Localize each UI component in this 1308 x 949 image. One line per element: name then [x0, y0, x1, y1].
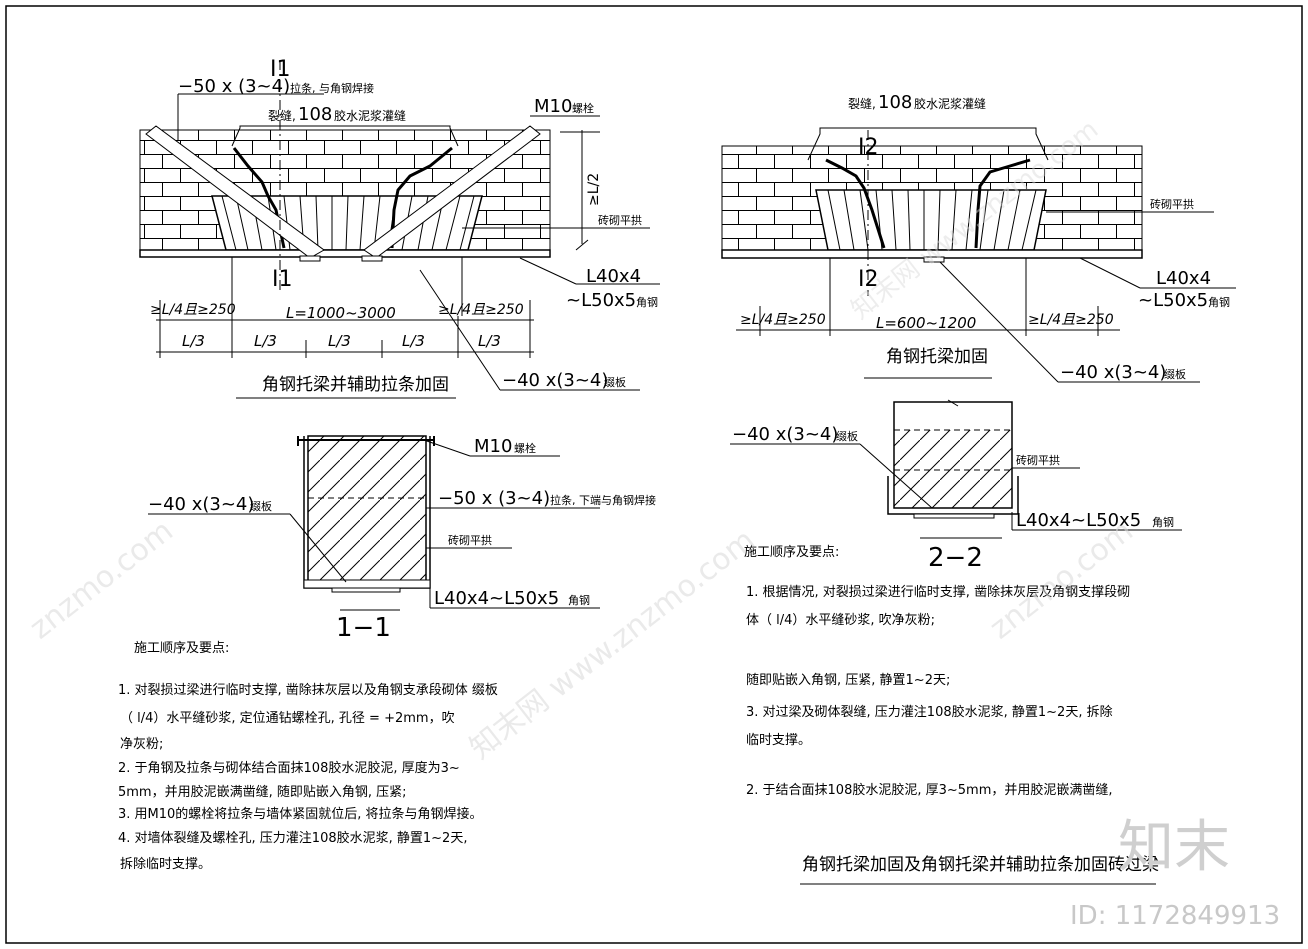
notes-left-line-4: 2. 于角钢及拉条与砌体结合面抹108胶水泥胶泥, 厚度为3~: [118, 760, 460, 776]
section-1-plate: [331, 587, 401, 593]
left-bolt-label-code: M10: [534, 96, 572, 117]
left-opening: [232, 256, 462, 316]
left-span-right: ≥L/4且≥250: [438, 302, 524, 318]
left-plate-label-suffix: 缀板: [604, 375, 626, 389]
notes-right-heading: 施工顺序及要点:: [744, 545, 839, 560]
left-bolt-plate-2: [361, 255, 383, 262]
right-crack-label-num: 108: [878, 92, 912, 113]
section-1-title: 1−1: [336, 613, 391, 643]
right-crack-1: [825, 158, 886, 249]
section-2-plate-suffix: 缀板: [836, 429, 858, 443]
right-plate-label-prefix: −40 x(3~4): [1060, 362, 1166, 383]
left-plate-label-prefix: −40 x(3~4): [502, 370, 608, 391]
left-height-dim: ≥L/2: [586, 173, 602, 206]
watermark: 知末网 www.znzmo.com: [463, 523, 761, 767]
left-bolt-label-text: 螺栓: [572, 101, 594, 115]
section-1-tie-suffix: 拉条, 下端与角钢焊接: [550, 493, 656, 507]
left-crack-2: [390, 146, 453, 249]
section-1-plate-suffix: 缀板: [250, 499, 272, 513]
section-1-angle: [303, 579, 431, 589]
right-angle-label-3: 角钢: [1208, 296, 1230, 309]
left-span-mid: L=1000~3000: [286, 304, 396, 322]
left-tie-label-suffix: 拉条, 与角钢焊接: [290, 81, 374, 95]
section-2-plate-prefix: −40 x(3~4): [732, 424, 838, 445]
left-tie-label-prefix: −50 x (3~4): [178, 76, 290, 97]
right-detail-title: 角钢托梁加固: [886, 347, 988, 367]
left-crack-label-num: 108: [298, 104, 332, 125]
section-1-wall: [307, 435, 427, 583]
notes-right-line-1: 1. 根据情况, 对裂损过梁进行临时支撑, 凿除抹灰层及角钢支撑段砌: [746, 585, 1130, 600]
section-1-bolt-text: 螺栓: [514, 441, 536, 455]
notes-left-heading: 施工顺序及要点:: [134, 641, 229, 656]
right-plate-label-suffix: 缀板: [1164, 367, 1186, 381]
right-section-mark-bottom: I2: [858, 267, 879, 292]
notes-left: 施工顺序及要点: 1. 对裂损过梁进行临时支撑, 凿除抹灰层以及角钢支承段砌体 …: [118, 641, 498, 872]
left-crack-label-suffix: 胶水泥浆灌缝: [334, 108, 406, 123]
watermark: znzmo.com: [983, 513, 1139, 646]
left-arch-label: 砖砌平拱: [598, 213, 642, 227]
section-1-angle-text: 角钢: [568, 594, 590, 607]
notes-left-line-6: 3. 用M10的螺栓将拉条与墙体紧固就位后, 将拉条与角钢焊接。: [118, 806, 483, 822]
left-elevation: I1 I1 −50 x (3~4) 拉条, 与角钢焊接 裂缝, 108 胶水泥浆…: [139, 57, 660, 399]
notes-right: 施工顺序及要点: 1. 根据情况, 对裂损过梁进行临时支撑, 凿除抹灰层及角钢支…: [744, 545, 1130, 798]
right-crack-2: [974, 158, 1031, 249]
left-bolt-plate-1: [299, 255, 321, 262]
section-2-2: −40 x(3~4) 缀板 砖砌平拱 L40x4~L50x5 角钢 2−2: [730, 399, 1182, 573]
left-angle-label-2: ~L50x5: [566, 290, 636, 311]
notes-right-line-5: 临时支撑。: [746, 733, 811, 748]
left-section-mark-bottom: I1: [272, 267, 293, 292]
right-elevation: I2 I2 裂缝, 108 胶水泥浆灌缝 砖砌平拱 L40x4 ~L50x5 角…: [721, 92, 1236, 383]
notes-left-line-5: 5mm，并用胶泥嵌满凿缝, 随即贴嵌入角钢, 压紧;: [118, 784, 407, 800]
left-span-left: ≥L/4且≥250: [150, 302, 236, 318]
id-label: ID: 1172849913: [1070, 901, 1280, 931]
notes-left-line-1: 1. 对裂损过梁进行临时支撑, 凿除抹灰层以及角钢支承段砌体 缀板: [118, 683, 498, 698]
section-2-angle-code: L40x4~L50x5: [1016, 510, 1141, 531]
section-2-angle-text: 角钢: [1152, 516, 1174, 529]
section-1-1: 1−1 M10 螺栓 −40 x(3~4) 缀板 −50 x (3~4) 拉条,…: [148, 435, 656, 643]
right-opening: [830, 258, 1026, 318]
section-2-arch-label: 砖砌平拱: [1016, 453, 1060, 467]
section-2-plate: [913, 513, 995, 519]
left-third-2: L/3: [254, 332, 277, 350]
section-1-bolt-code: M10: [474, 436, 512, 457]
left-third-5: L/3: [478, 332, 501, 350]
left-third-3: L/3: [328, 332, 351, 350]
notes-left-line-2: （ l/4）水平缝砂浆, 定位通钻螺栓孔, 孔径 = +2mm，吹: [120, 711, 455, 726]
left-section-mark-top: I1: [270, 57, 291, 82]
notes-right-line-2: 体（ l/4）水平缝砂浆, 吹净灰粉;: [746, 613, 935, 628]
right-span-right: ≥L/4且≥250: [1028, 312, 1114, 328]
section-1-angle-code: L40x4~L50x5: [434, 588, 559, 609]
brand-logo: 知末: [1118, 815, 1230, 880]
section-2-title: 2−2: [928, 543, 983, 573]
sheet-title: 角钢托梁加固及角钢托梁并辅助拉条加固砖过梁: [802, 855, 1159, 875]
section-1-arch-label: 砖砌平拱: [448, 533, 492, 547]
notes-right-line-4: 3. 对过梁及砌体裂缝, 压力灌注108胶水泥浆, 静置1~2天, 拆除: [746, 704, 1113, 720]
right-arch-label: 砖砌平拱: [1150, 197, 1194, 211]
left-crack-label-prefix: 裂缝,: [268, 108, 296, 123]
notes-right-line-6: 2. 于结合面抹108胶水泥胶泥, 厚3~5mm，并用胶泥嵌满凿缝,: [746, 782, 1113, 798]
left-third-4: L/3: [402, 332, 425, 350]
left-angle-label-1: L40x4: [586, 266, 641, 287]
right-crack-label-prefix: 裂缝,: [848, 96, 876, 111]
sheet-border: [5, 5, 1303, 944]
right-angle-label-2: ~L50x5: [1138, 290, 1208, 311]
section-1-plate-prefix: −40 x(3~4): [148, 494, 254, 515]
left-third-1: L/3: [182, 332, 205, 350]
right-angle-label-1: L40x4: [1156, 268, 1211, 289]
section-1-tie-prefix: −50 x (3~4): [438, 488, 550, 509]
left-detail-title: 角钢托梁并辅助拉条加固: [262, 375, 449, 395]
right-span-mid: L=600~1200: [876, 314, 976, 332]
notes-left-line-3: 净灰粉;: [120, 737, 163, 752]
notes-right-line-3: 随即贴嵌入角钢, 压紧, 静置1~2天;: [746, 673, 950, 688]
right-span-left: ≥L/4且≥250: [740, 312, 826, 328]
notes-left-line-7: 4. 对墙体裂缝及螺栓孔, 压力灌注108胶水泥浆, 静置1~2天,: [118, 830, 467, 846]
left-angle-steel: [139, 249, 551, 258]
right-section-mark-top: I2: [858, 135, 879, 160]
watermark: znzmo.com: [23, 513, 179, 646]
notes-left-line-8: 拆除临时支撑。: [120, 857, 211, 872]
right-plate: [923, 256, 945, 263]
right-crack-label-suffix: 胶水泥浆灌缝: [914, 96, 986, 111]
left-angle-label-3: 角钢: [636, 296, 658, 309]
